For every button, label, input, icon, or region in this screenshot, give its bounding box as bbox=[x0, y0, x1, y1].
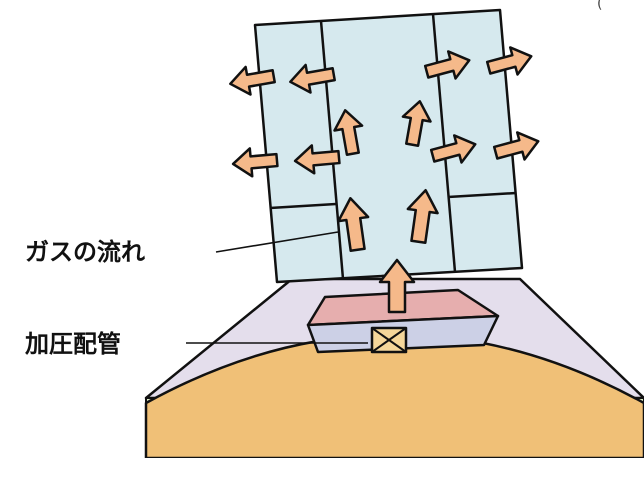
flow-arrow-icon bbox=[492, 131, 540, 161]
flow-arrow-icon bbox=[485, 46, 533, 76]
pressure-pipe-label: 加圧配管 bbox=[25, 330, 121, 358]
flow-arrow-icon bbox=[406, 189, 439, 244]
pipe-section-icon bbox=[370, 326, 408, 354]
flow-arrow-icon bbox=[333, 109, 364, 156]
chimney-body bbox=[253, 8, 524, 284]
corner-text-fragment: ( bbox=[597, 0, 602, 12]
gas-flow-leader-line bbox=[215, 231, 339, 253]
flow-arrow-icon bbox=[337, 197, 370, 252]
flow-arrow-icon bbox=[401, 100, 432, 147]
flow-arrow-icon bbox=[293, 144, 341, 175]
flow-arrows bbox=[229, 46, 540, 314]
flow-arrow-icon bbox=[378, 258, 416, 314]
flow-arrow-icon bbox=[429, 134, 477, 164]
chimney-block bbox=[253, 8, 524, 284]
flow-arrow-icon bbox=[231, 147, 279, 178]
flow-arrow-icon bbox=[423, 50, 471, 80]
flow-arrow-icon bbox=[229, 65, 276, 96]
gas-flow-label: ガスの流れ bbox=[25, 238, 145, 266]
flow-arrow-icon bbox=[289, 63, 336, 94]
